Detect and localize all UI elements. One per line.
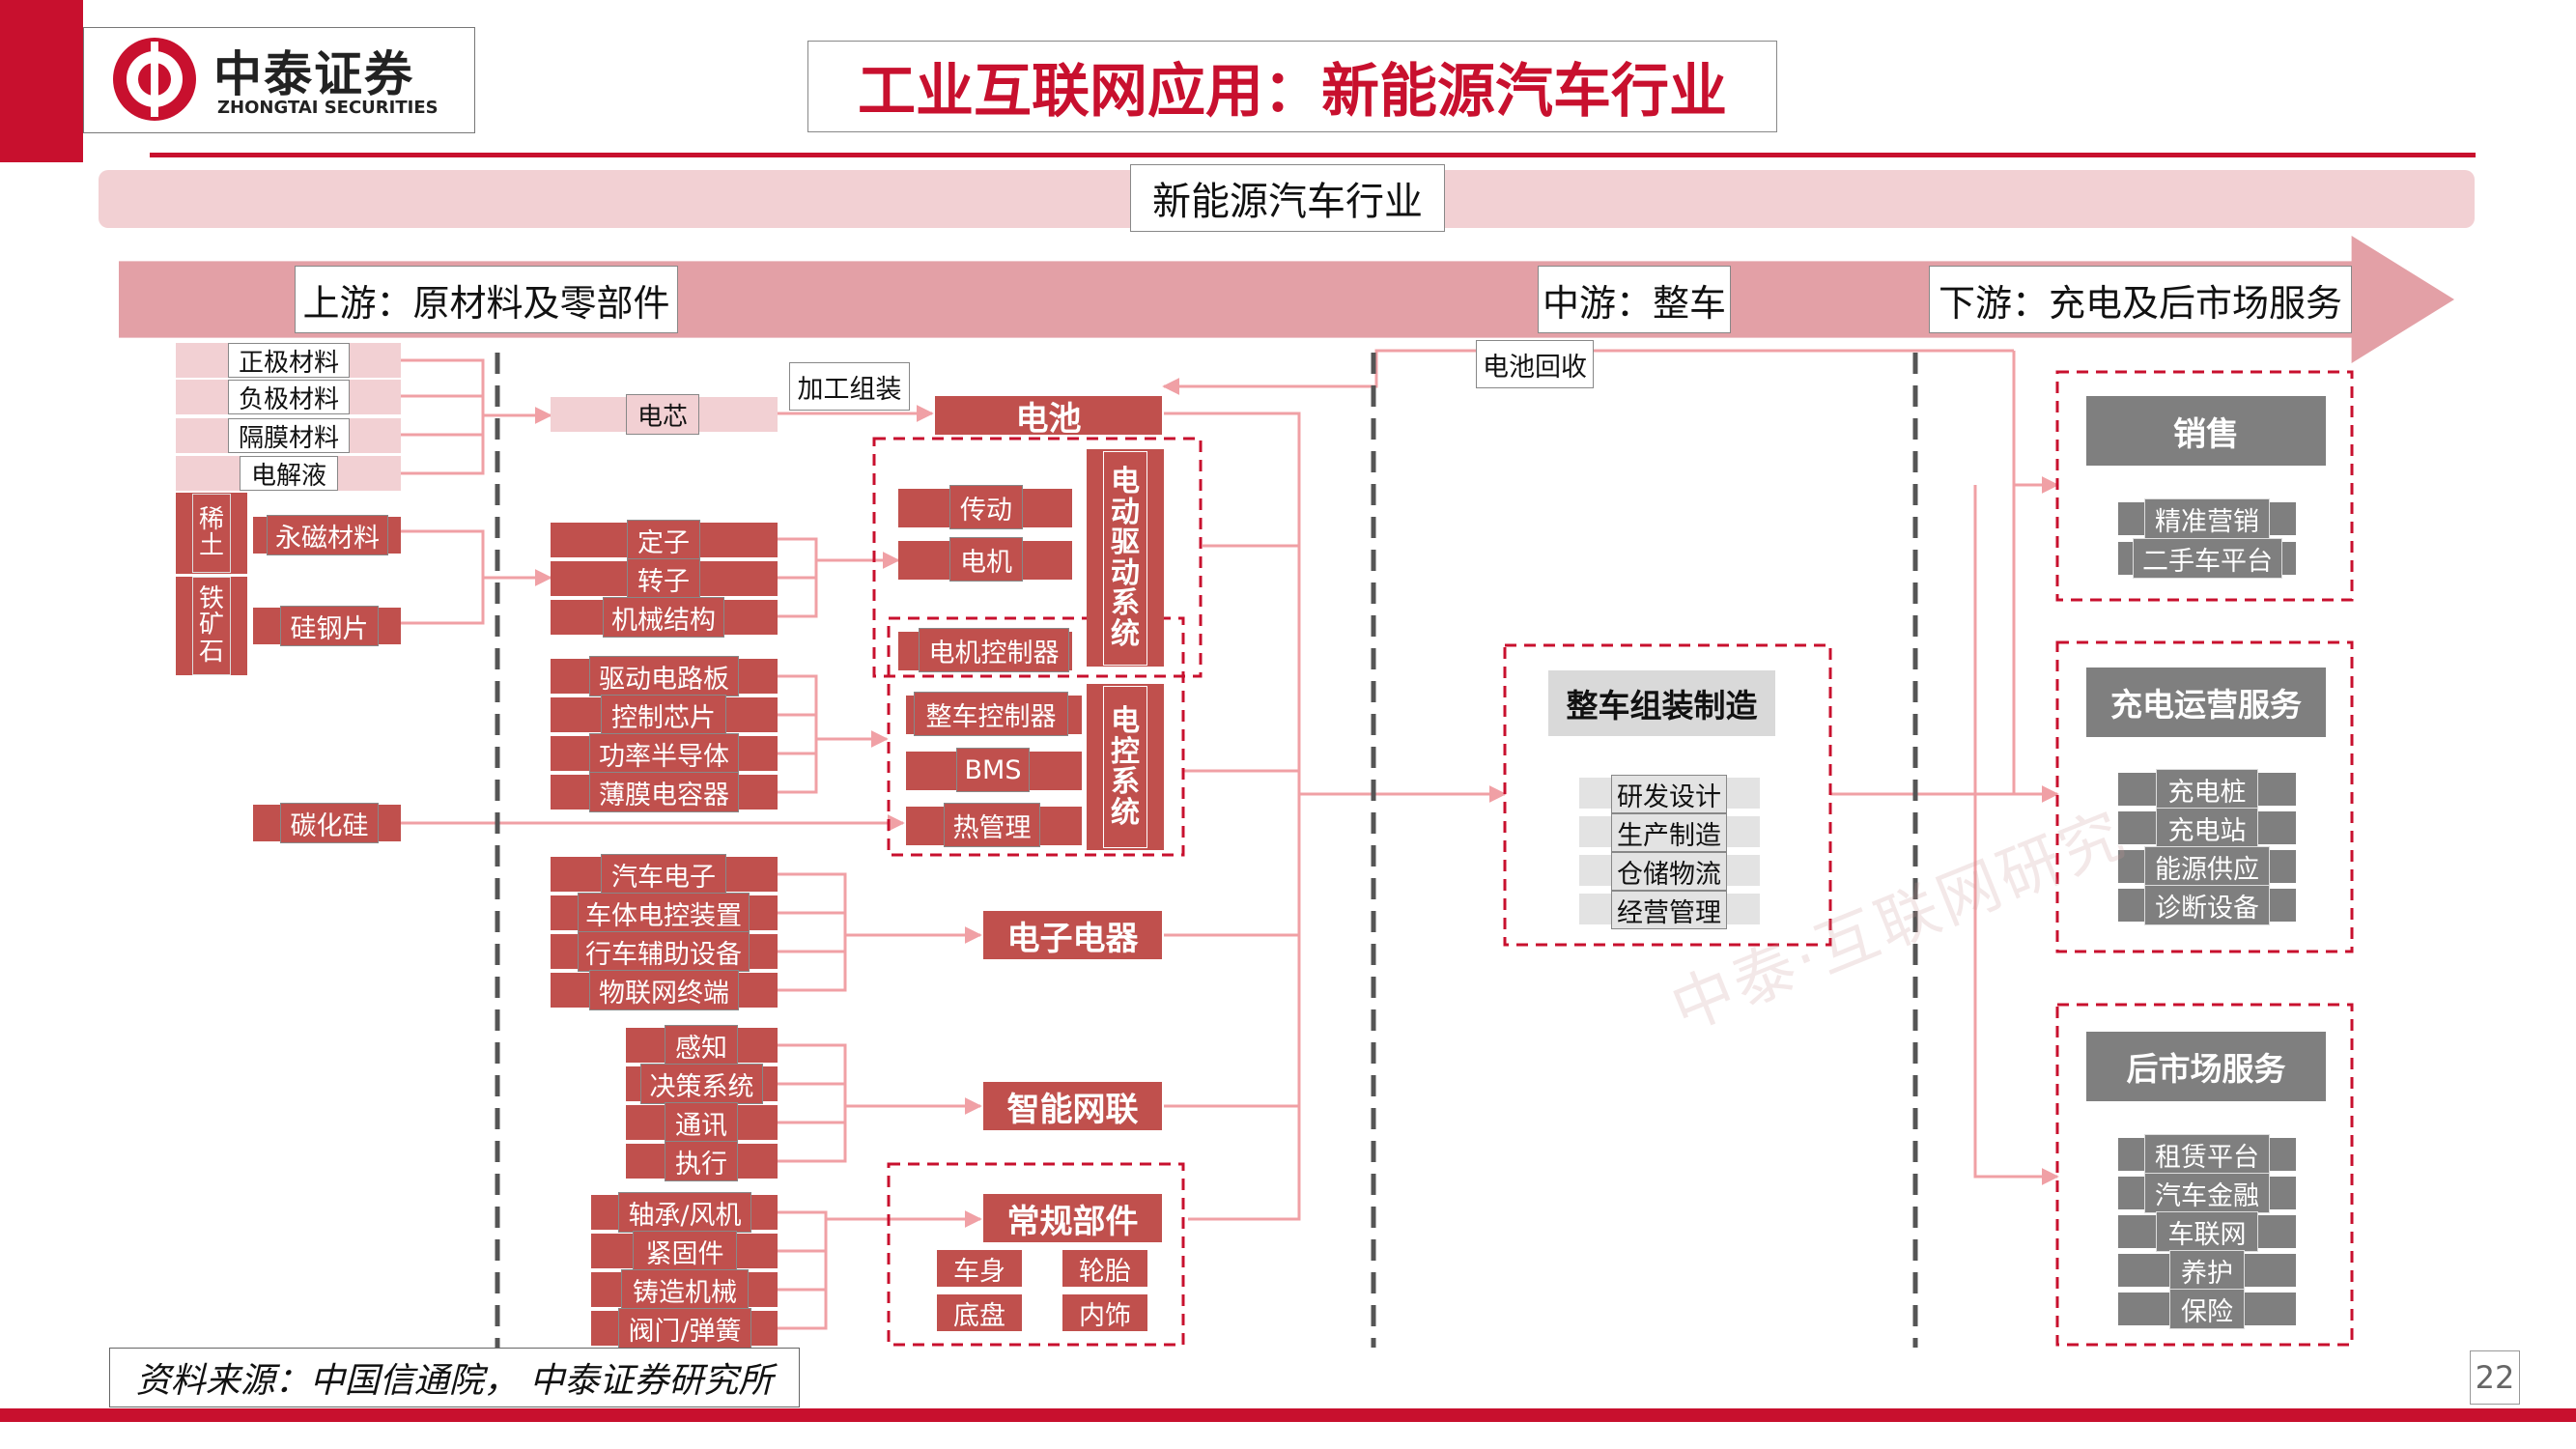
part-body-ctrl: 车体电控装置 xyxy=(578,893,750,933)
system-electronics: 电子电器 xyxy=(983,911,1162,959)
logo-name-cn: 中泰证券 xyxy=(213,46,414,102)
part-stator: 定子 xyxy=(627,520,700,560)
part-mech: 机械结构 xyxy=(603,597,724,638)
part-drive-board: 驱动电路板 xyxy=(589,656,739,696)
stage-downstream: 下游：充电及后市场服务 xyxy=(1929,266,2352,333)
stage-midstream: 中游：整车 xyxy=(1538,266,1731,333)
system-thermal: 热管理 xyxy=(944,803,1040,847)
downstream-aftermarket: 后市场服务 xyxy=(2086,1032,2326,1101)
industry-banner-label: 新能源汽车行业 xyxy=(1130,164,1445,232)
downstream-iov: 车联网 xyxy=(2156,1211,2258,1252)
part-bearing: 轴承/风机 xyxy=(618,1192,751,1233)
system-tire: 轮胎 xyxy=(1062,1250,1147,1287)
part-film-cap: 薄膜电容器 xyxy=(589,772,739,812)
system-motor: 电机 xyxy=(949,537,1023,582)
downstream-station: 充电站 xyxy=(2156,808,2258,848)
downstream-energy: 能源供应 xyxy=(2144,846,2270,887)
system-bms: BMS xyxy=(956,748,1030,792)
material-separator: 隔膜材料 xyxy=(228,418,350,453)
downstream-finance: 汽车金融 xyxy=(2144,1173,2270,1213)
midstream-logistics: 仓储物流 xyxy=(1611,852,1727,891)
system-battery: 电池 xyxy=(935,396,1162,439)
part-assist: 行车辅助设备 xyxy=(578,931,750,972)
system-ectrl: 电控系统 xyxy=(1087,684,1164,850)
part-exec: 执行 xyxy=(665,1141,738,1181)
part-cell: 电芯 xyxy=(626,394,699,435)
part-casting: 铸造机械 xyxy=(621,1269,749,1310)
battery-recycle-label: 电池回收 xyxy=(1476,340,1594,388)
part-fastener: 紧固件 xyxy=(633,1231,737,1271)
page-number: 22 xyxy=(2470,1350,2520,1405)
part-rotor: 转子 xyxy=(627,558,700,599)
midstream-rd: 研发设计 xyxy=(1611,775,1727,813)
midstream-production: 生产制造 xyxy=(1611,813,1727,852)
assembly-title: 整车组装制造 xyxy=(1548,670,1775,736)
downstream-pile: 充电桩 xyxy=(2156,769,2258,810)
brand-side-bar xyxy=(0,0,83,162)
material-magnet: 永磁材料 xyxy=(267,515,388,555)
part-ctrl-chip: 控制芯片 xyxy=(601,695,726,735)
part-sense: 感知 xyxy=(665,1025,738,1065)
logo-mark-icon xyxy=(113,38,196,121)
material-rare-earth: 稀土 xyxy=(176,493,247,574)
system-body: 车身 xyxy=(937,1250,1022,1287)
system-transmission: 传动 xyxy=(949,485,1023,529)
material-cathode: 正极材料 xyxy=(228,343,350,378)
system-chassis: 底盘 xyxy=(937,1294,1022,1331)
downstream-charging: 充电运营服务 xyxy=(2086,668,2326,737)
part-power-semi: 功率半导体 xyxy=(589,733,739,774)
downstream-precision: 精准营销 xyxy=(2144,498,2270,539)
downstream-insure: 保险 xyxy=(2169,1289,2245,1329)
source-note: 资料来源：中国信通院， 中泰证券研究所 xyxy=(109,1348,800,1407)
downstream-diag: 诊断设备 xyxy=(2144,885,2270,925)
system-drive: 电动驱动系统 xyxy=(1087,449,1164,667)
downstream-lease: 租赁平台 xyxy=(2144,1134,2270,1175)
downstream-sales: 销售 xyxy=(2086,396,2326,466)
material-silicon-steel: 硅钢片 xyxy=(280,606,379,646)
material-anode: 负极材料 xyxy=(228,380,350,414)
part-auto-elec: 汽车电子 xyxy=(601,854,726,895)
logo-name-en: ZHONGTAI SECURITIES xyxy=(217,98,439,118)
part-comm: 通讯 xyxy=(665,1102,738,1143)
downstream-used: 二手车平台 xyxy=(2133,538,2282,579)
footer-bar xyxy=(0,1408,2576,1422)
system-vcu: 整车控制器 xyxy=(914,692,1068,736)
material-sic: 碳化硅 xyxy=(280,803,379,843)
part-valve: 阀门/弹簧 xyxy=(618,1308,751,1349)
material-electrolyte: 电解液 xyxy=(240,456,338,491)
process-assembly-label: 加工组装 xyxy=(789,362,910,411)
part-decision: 决策系统 xyxy=(640,1064,763,1104)
system-smart: 智能网联 xyxy=(983,1082,1162,1130)
system-regular: 常规部件 xyxy=(983,1194,1162,1242)
downstream-maint: 养护 xyxy=(2169,1250,2245,1291)
page-title: 工业互联网应用：新能源汽车行业 xyxy=(807,41,1777,132)
header-rule xyxy=(150,153,2476,157)
logo-box: 中泰证券 ZHONGTAI SECURITIES xyxy=(83,27,475,133)
system-interior: 内饰 xyxy=(1062,1294,1147,1331)
part-iot: 物联网终端 xyxy=(589,970,739,1010)
stage-upstream: 上游：原材料及零部件 xyxy=(295,266,678,333)
material-iron-ore: 铁矿石 xyxy=(176,577,247,675)
system-motor-ctrl: 电机控制器 xyxy=(919,628,1069,672)
midstream-management: 经营管理 xyxy=(1611,891,1727,929)
